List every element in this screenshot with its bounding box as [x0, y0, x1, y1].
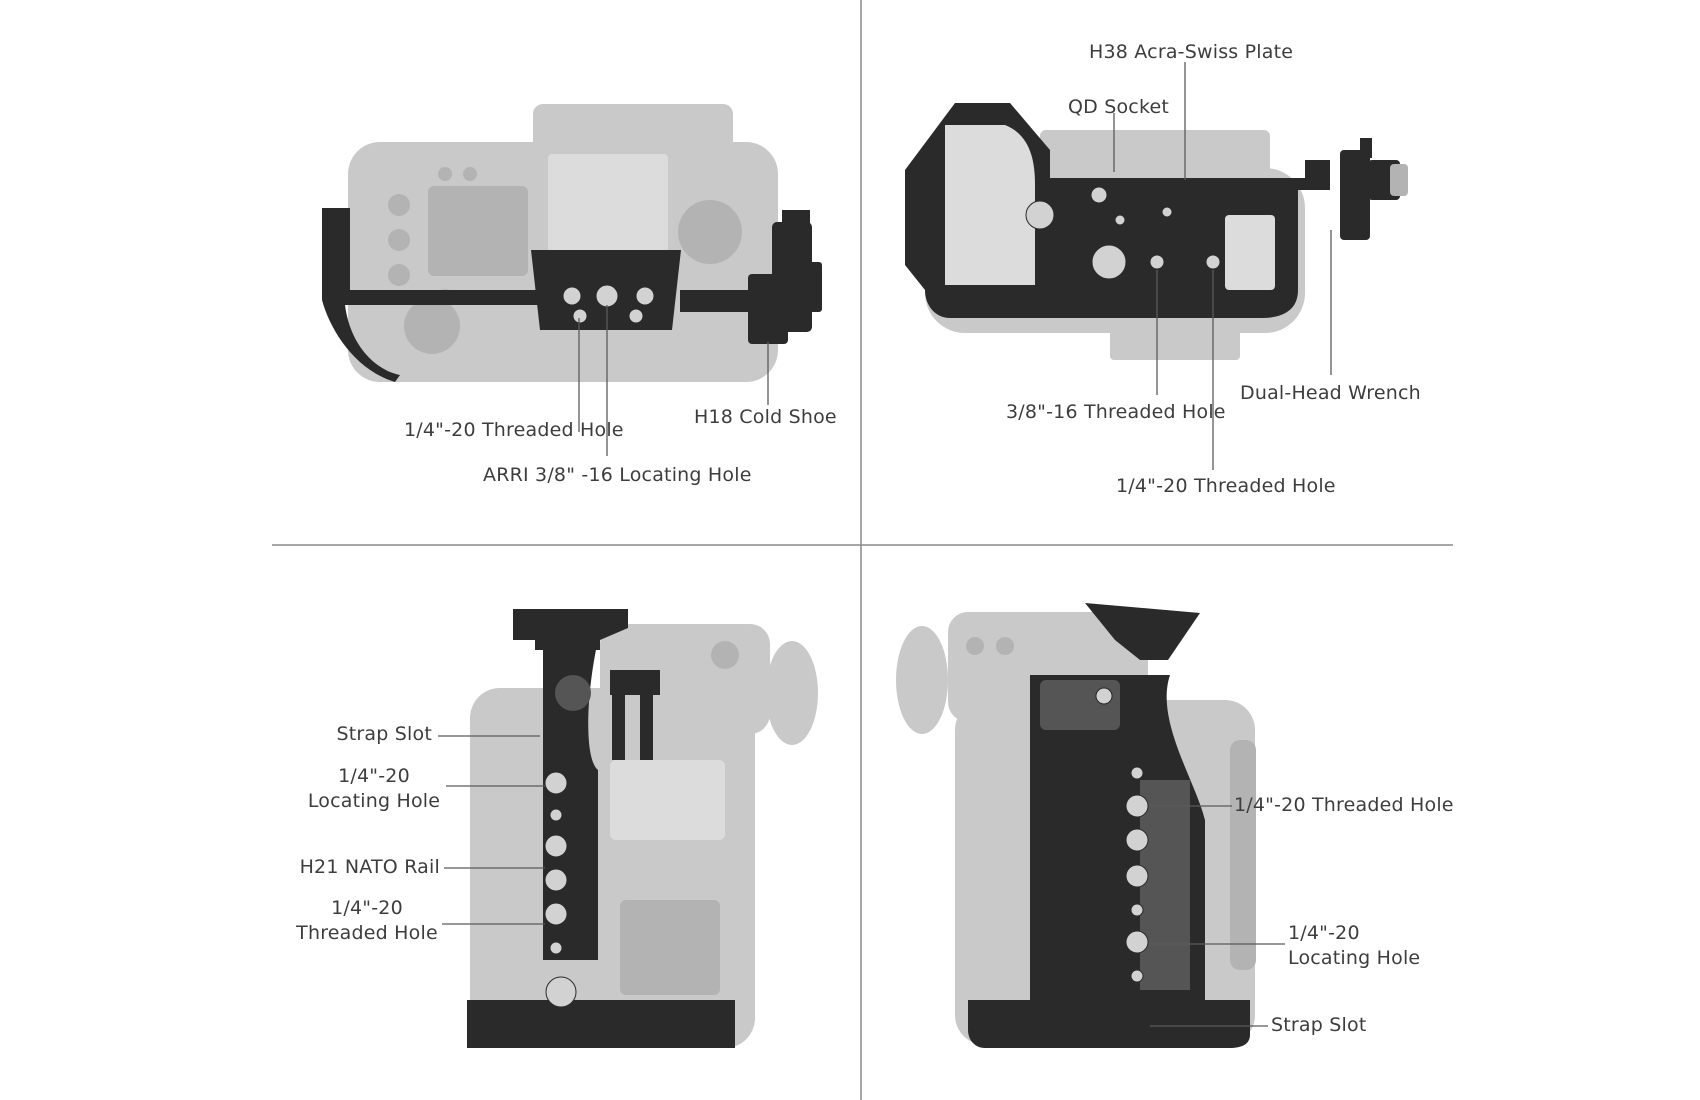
- right-side-holes: [1095, 687, 1149, 983]
- bottom-view-leader-lines: [1113, 62, 1332, 470]
- left-side-leader-lines: [438, 735, 545, 925]
- right-side-illustration: [896, 603, 1285, 1048]
- label-cold-shoe: H18 Cold Shoe: [694, 406, 837, 428]
- label-left-strap-slot: Strap Slot: [336, 723, 432, 745]
- top-view-camera: [348, 104, 778, 382]
- label-acra-swiss-plate: H38 Acra-Swiss Plate: [1089, 41, 1294, 63]
- top-view-plate-holes: [562, 284, 655, 324]
- label-right-threaded-hole: 1/4"-20 Threaded Hole: [1234, 794, 1454, 816]
- bottom-view-holes: [1025, 186, 1221, 280]
- label-nato-rail: H21 NATO Rail: [299, 856, 440, 878]
- left-side-camera: [470, 624, 818, 1048]
- bottom-view-grip-panel: [945, 125, 1275, 290]
- label-qd-socket: QD Socket: [1068, 96, 1170, 118]
- label-left-locating-hole: 1/4"-20 Locating Hole: [307, 765, 441, 812]
- label-right-locating-hole: 1/4"-20 Locating Hole: [1288, 922, 1421, 969]
- left-side-rail-holes: [544, 771, 577, 1008]
- top-view-illustration: [322, 104, 822, 456]
- label-right-strap-slot: Strap Slot: [1271, 1014, 1367, 1036]
- left-side-illustration: [438, 609, 818, 1048]
- top-view-leader-lines: [578, 305, 769, 456]
- label-bottom-threaded-hole-14: 1/4"-20 Threaded Hole: [1116, 475, 1336, 497]
- label-top-threaded-hole: 1/4"-20 Threaded Hole: [404, 419, 624, 441]
- bottom-view-illustration: [905, 62, 1408, 470]
- label-left-threaded-hole: 1/4"-20 Threaded Hole: [296, 897, 438, 944]
- label-dual-head-wrench: Dual-Head Wrench: [1240, 382, 1421, 404]
- label-bottom-threaded-hole-38: 3/8"-16 Threaded Hole: [1006, 401, 1226, 423]
- right-side-leader-lines: [1150, 805, 1285, 1027]
- label-arri-locating-hole: ARRI 3/8" -16 Locating Hole: [483, 464, 752, 486]
